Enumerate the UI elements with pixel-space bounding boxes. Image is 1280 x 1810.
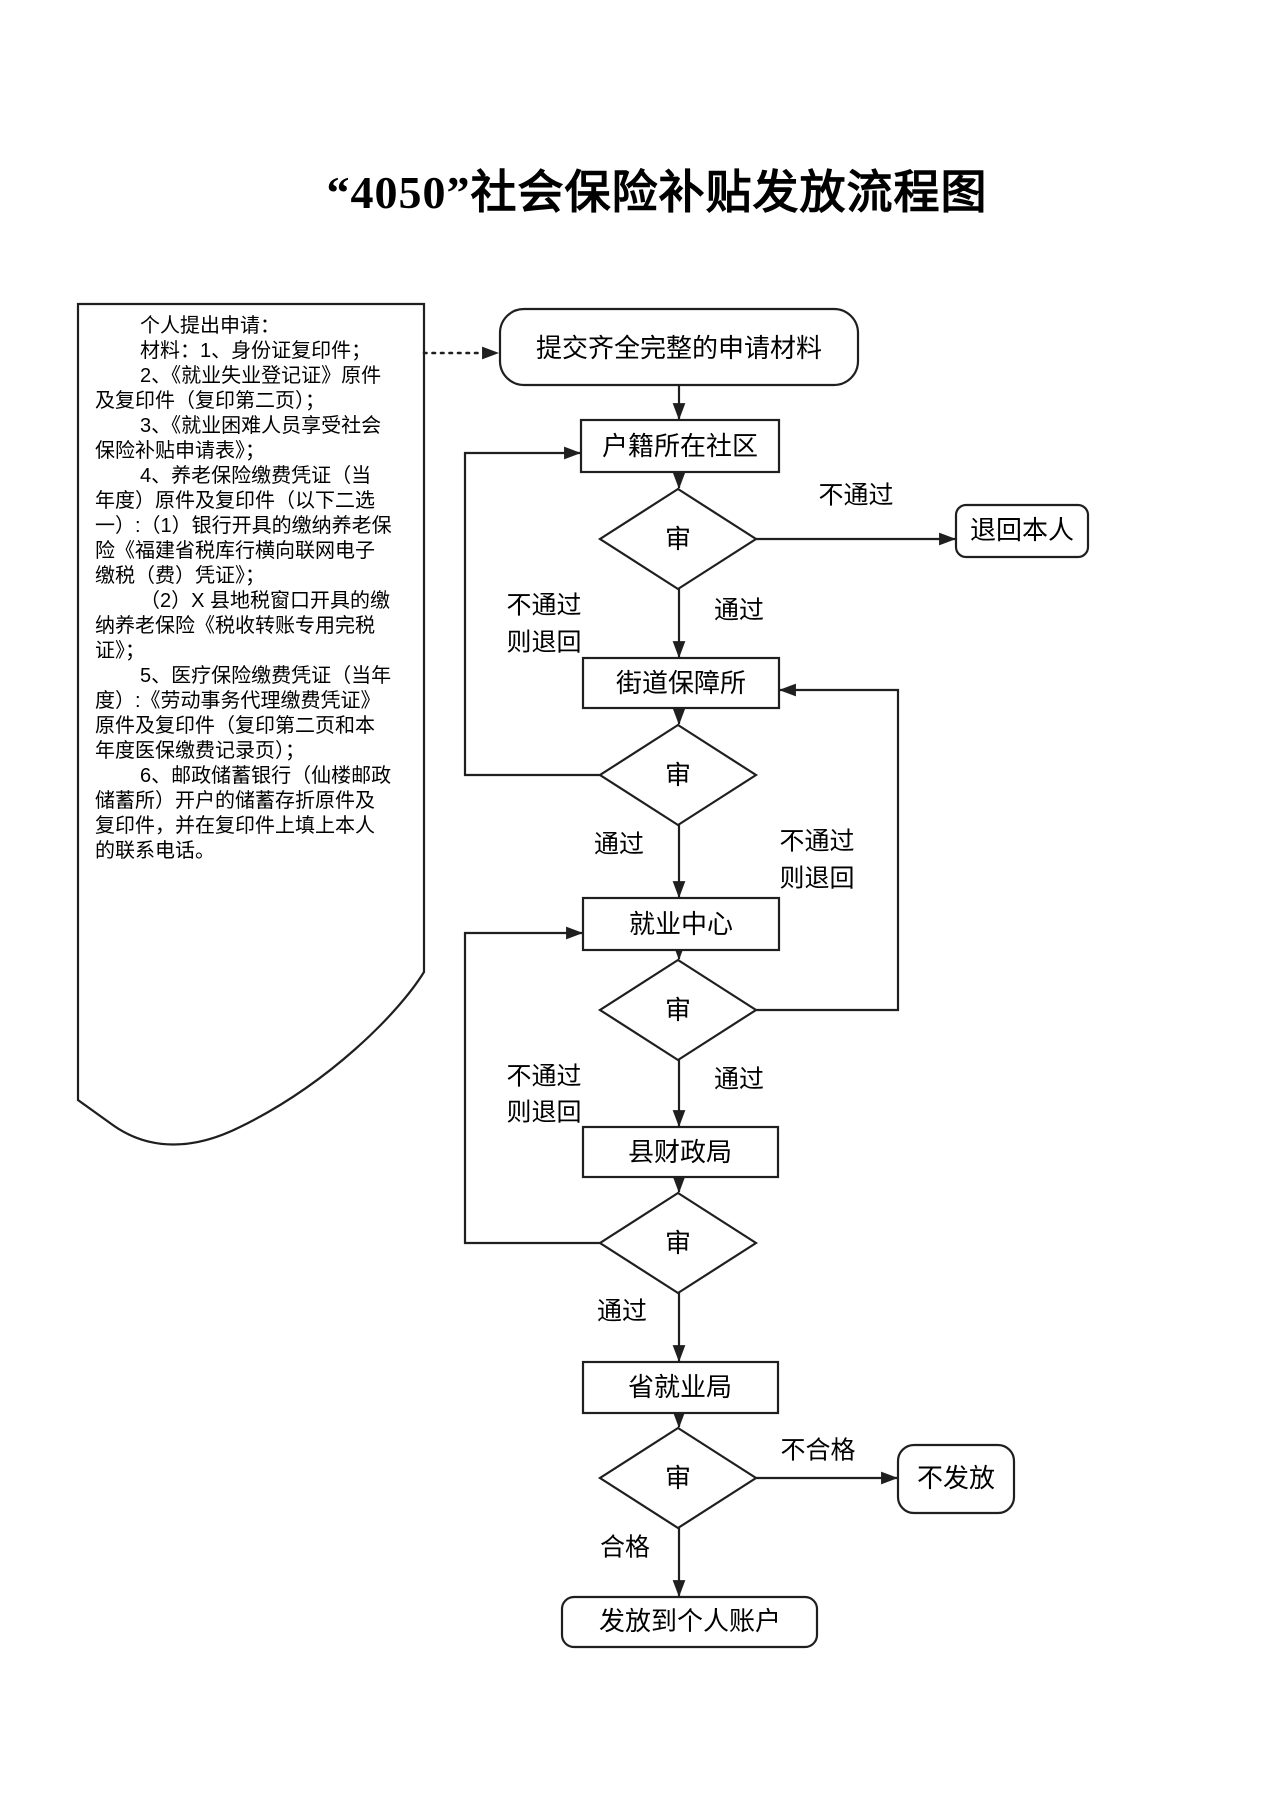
label-pass-3: 通过 (714, 1066, 764, 1094)
note-line: 年度）原件及复印件（以下二选 (95, 490, 375, 512)
label-fail-return-c2: 则退回 (506, 1099, 581, 1127)
note-line: 5、医疗保险缴费凭证（当年 (140, 665, 392, 687)
note-line: 4、养老保险缴费凭证（当 (140, 465, 372, 487)
street-office-label: 街道保障所 (616, 668, 746, 698)
employment-center-label: 就业中心 (629, 909, 733, 939)
label-unqualified: 不合格 (780, 1437, 855, 1465)
materials-note: 个人提出申请： 材料：1、身份证复印件； 2、《就业失业登记证》原件及复印件（复印第… (95, 314, 423, 864)
start-node (498, 307, 860, 387)
note-line: 复印件，并在复印件上填上本人 (95, 815, 375, 837)
note-line: 个人提出申请： (140, 315, 280, 337)
note-line: 及复印件（复印第二页）； (95, 390, 325, 412)
note-line: 原件及复印件（复印第二页和本 (95, 715, 375, 737)
review-diamond-5 (597, 1426, 759, 1530)
review-diamond-3 (597, 958, 759, 1062)
note-line: 一）:（1）银行开具的缴纳养老保 (95, 515, 392, 537)
page-title: “4050”社会保险补贴发放流程图 (326, 167, 988, 218)
return-to-person-label: 退回本人 (970, 515, 1074, 545)
return-to-person-node (954, 503, 1090, 559)
label-fail-return-a2: 则退回 (506, 629, 581, 657)
note-line: 年度医保缴费记录页）； (95, 740, 305, 762)
note-line: 的联系电话。 (95, 840, 215, 862)
note-line: 证》； (95, 640, 145, 662)
note-line: 2、《就业失业登记证》原件 (140, 365, 382, 387)
label-fail-return-b2: 则退回 (779, 865, 854, 893)
label-pass-2: 通过 (594, 831, 644, 859)
note-line: 度）:《劳动事务代理缴费凭证》 (95, 690, 381, 712)
note-line: 缴税（费）凭证》； (95, 565, 265, 587)
label-fail-return-a1: 不通过 (506, 592, 581, 620)
label-fail-return-b1: 不通过 (779, 828, 854, 856)
employment-center-node (581, 896, 781, 952)
label-pass-4: 通过 (597, 1298, 647, 1326)
note-line: 储蓄所）开户的储蓄存折原件及 (95, 790, 375, 812)
county-finance-label: 县财政局 (628, 1137, 732, 1167)
note-line: 材料：1、身份证复印件； (140, 340, 372, 362)
no-grant-label: 不发放 (917, 1463, 995, 1493)
review-diamond-2 (597, 723, 759, 827)
materials-note-shape (76, 302, 426, 1146)
no-grant-node (896, 1443, 1016, 1515)
label-qualified: 合格 (600, 1534, 650, 1562)
grant-node (560, 1595, 819, 1649)
review-diamond-4 (597, 1191, 759, 1295)
review-diamond-1-label: 审 (665, 524, 691, 554)
start-node-label: 提交齐全完整的申请材料 (536, 333, 822, 363)
grant-label: 发放到个人账户 (599, 1606, 781, 1636)
edge-review3-back-to-street (756, 683, 900, 1012)
note-line: 保险补贴申请表》； (95, 440, 265, 462)
provincial-employment-node (581, 1360, 780, 1415)
note-line: 3、《就业困难人员享受社会 (140, 415, 382, 437)
label-pass-1: 通过 (714, 597, 764, 625)
edge-review4-back-to-employment (463, 926, 600, 1245)
note-line: 纳养老保险《税收转账专用完税 (95, 615, 375, 637)
review-diamond-4-label: 审 (665, 1228, 691, 1258)
review-diamond-2-label: 审 (665, 760, 691, 790)
edge-review2-back-to-community (463, 446, 600, 777)
community-node (579, 418, 781, 474)
provincial-employment-label: 省就业局 (628, 1372, 732, 1402)
review-diamond-3-label: 审 (665, 995, 691, 1025)
county-finance-node (581, 1125, 780, 1179)
review-diamond-1 (597, 487, 759, 591)
street-office-node (581, 656, 781, 710)
note-line: （2）X 县地税窗口开具的缴 (140, 590, 391, 612)
label-fail-1: 不通过 (818, 482, 893, 510)
review-diamond-5-label: 审 (665, 1463, 691, 1493)
note-line: 6、邮政储蓄银行（仙楼邮政 (140, 765, 392, 787)
label-fail-return-c1: 不通过 (506, 1063, 581, 1091)
community-node-label: 户籍所在社区 (602, 431, 758, 461)
note-line: 险《福建省税库行横向联网电子 (95, 540, 375, 562)
